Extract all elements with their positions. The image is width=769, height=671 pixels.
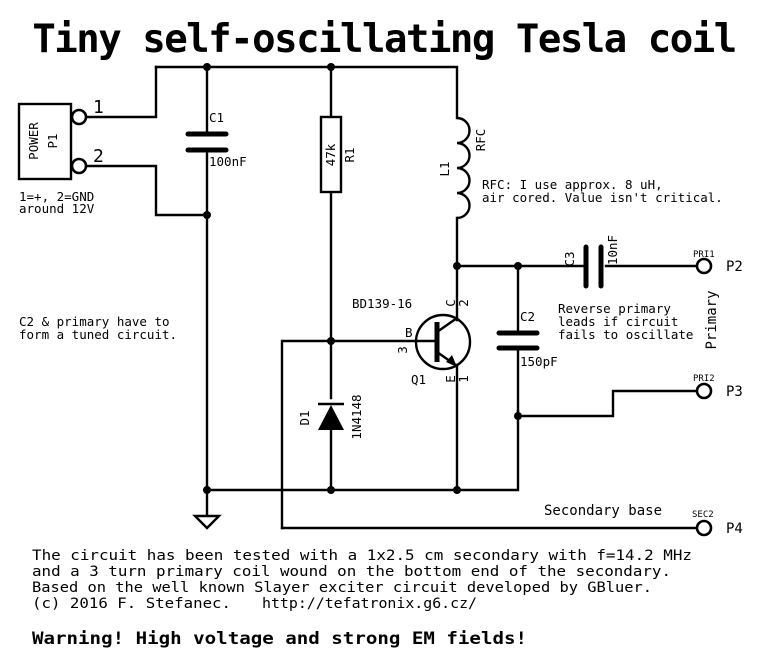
reverse-note-line3: fails to oscillate (558, 327, 693, 342)
capacitor-c1: C1 100nF (185, 110, 247, 169)
c3-ref-label: C3 (562, 251, 577, 266)
p3-ref-label: P3 (726, 384, 743, 400)
junction-dot (327, 337, 335, 345)
p4-ref-label: P4 (726, 521, 743, 537)
wire-c2-p3 (516, 389, 699, 418)
c2-value-label: 150pF (520, 354, 558, 369)
c2-note-line2: form a tuned circuit. (19, 327, 177, 342)
p1-pin2-label: 2 (93, 146, 104, 167)
l1-value-label: RFC (473, 129, 488, 152)
connector-p2: PRI1 P2 (693, 250, 743, 275)
q1-ref-label: Q1 (411, 372, 426, 387)
connector-p1: POWER P1 1 2 1=+, 2=GND around 12V (17, 97, 104, 216)
pin-circle-icon (70, 108, 88, 126)
resistor-body (319, 115, 343, 194)
pin-circle-icon (695, 257, 713, 275)
primary-label: Primary (704, 290, 720, 349)
junctions (203, 63, 522, 494)
connector-p1-body (17, 102, 73, 181)
wire-p1-pin1 (84, 65, 158, 119)
wire-base (280, 339, 436, 530)
q1-pin-b-label: B (405, 325, 413, 340)
c1-ref-label: C1 (209, 110, 224, 125)
p1-ref-label: P1 (45, 133, 60, 148)
r1-value-label: 47k (323, 143, 338, 166)
junction-dot (453, 486, 461, 494)
reverse-note-line2: leads if circuit (558, 314, 678, 329)
r1-ref-label: R1 (342, 147, 357, 162)
resistor-r1: 47k R1 (319, 115, 357, 194)
page-title: Tiny self-oscillating Tesla coil (32, 17, 735, 62)
junction-dot (203, 211, 211, 219)
junction-dot (327, 486, 335, 494)
c3-value-label: 10nF (605, 235, 620, 265)
diode-d1: D1 1N4148 (297, 394, 364, 439)
footer-url: http://tefatronix.g6.cz/ (262, 596, 477, 612)
diode-triangle (318, 405, 344, 430)
pin-circle-icon (695, 382, 713, 400)
junction-dot (514, 262, 522, 270)
wire-p1-pin2 (84, 164, 209, 217)
emitter-arrow-icon (446, 355, 457, 367)
q1-pin-b-num: 3 (395, 346, 410, 354)
p2-ref-label: P2 (726, 259, 743, 275)
secondary-base-label: Secondary base (544, 503, 662, 519)
q1-pin-c-label: C (443, 299, 458, 307)
q1-pin-c-num: 2 (456, 299, 471, 307)
d1-ref-label: D1 (297, 410, 312, 425)
p3-net-label: PRI2 (693, 374, 715, 384)
p2-net-label: PRI1 (693, 250, 715, 260)
ground-icon (192, 514, 222, 530)
connector-p3: PRI2 P3 (693, 374, 743, 400)
junction-dot (453, 262, 461, 270)
rfc-note-line1: RFC: I use approx. 8 uH, (482, 177, 663, 192)
q1-pin-e-label: E (443, 375, 458, 383)
junction-dot (203, 63, 211, 71)
rfc-note-line2: air cored. Value isn't critical. (482, 190, 723, 205)
p1-pin1-label: 1 (93, 97, 104, 118)
c2-ref-label: C2 (520, 309, 535, 324)
c2-note-line1: C2 & primary have to (19, 314, 170, 329)
p4-net-label: SEC2 (692, 510, 714, 520)
q1-value-label: BD139-16 (352, 296, 412, 311)
c1-value-label: 100nF (209, 154, 247, 169)
d1-value-label: 1N4148 (349, 394, 364, 439)
junction-dot (203, 486, 211, 494)
inductor-coil (456, 116, 471, 220)
footer-copyright: (c) 2016 F. Stefanec. (32, 596, 231, 612)
transistor-q1: BD139-16 Q1 B 3 C 2 E 1 (352, 296, 472, 387)
reverse-note-line1: Reverse primary (558, 301, 671, 316)
p1-value-label: POWER (26, 122, 41, 160)
q1-pin-e-num: 1 (456, 375, 471, 383)
capacitor-c3: C3 10nF (562, 235, 620, 289)
wire-bottom-rail (205, 409, 520, 492)
pin-circle-icon (70, 157, 88, 175)
capacitor-c2: C2 150pF (496, 309, 558, 369)
wire-top-rail (154, 65, 459, 120)
p1-note-line2: around 12V (19, 201, 95, 216)
footer-line2: and a 3 turn primary coil wound on the b… (32, 564, 671, 580)
footer-line1: The circuit has been tested with a 1x2.5… (32, 548, 692, 564)
pin-circle-icon (695, 519, 713, 537)
warning-text: Warning! High voltage and strong EM fiel… (32, 629, 527, 649)
junction-dot (327, 63, 335, 71)
transistor-body (414, 313, 472, 371)
connector-p4: SEC2 P4 (692, 510, 743, 537)
p1-note-line1: 1=+, 2=GND (19, 189, 94, 204)
transistor-collector-lead (436, 317, 458, 333)
inductor-l1: RFC L1 (437, 116, 488, 220)
l1-ref-label: L1 (437, 161, 452, 176)
footer-line3: Based on the well known Slayer exciter c… (32, 580, 652, 596)
junction-dot (514, 412, 522, 420)
